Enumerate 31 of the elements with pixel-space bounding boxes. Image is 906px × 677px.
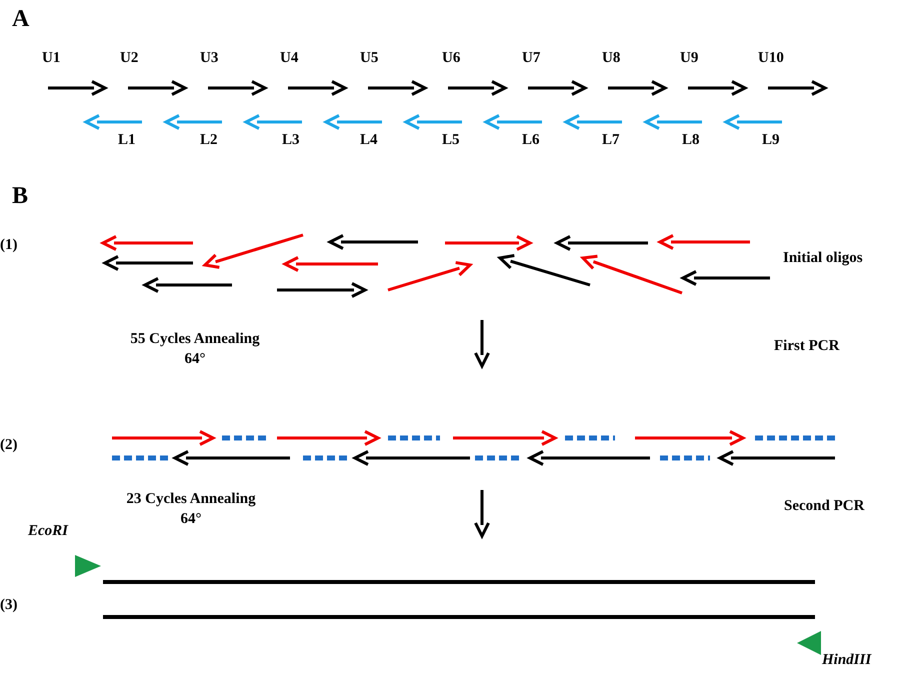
oligo-label: L8 bbox=[682, 132, 700, 149]
oligo-label: U1 bbox=[42, 50, 60, 67]
cycle-conditions: 55 Cycles Annealing 64° bbox=[130, 330, 260, 368]
oligo-label: U8 bbox=[602, 50, 620, 67]
oligo-label: U9 bbox=[680, 50, 698, 67]
oligo-label: L5 bbox=[442, 132, 460, 149]
stage-label: Second PCR bbox=[784, 498, 864, 515]
oligo-label: U6 bbox=[442, 50, 460, 67]
oligo-label: L3 bbox=[282, 132, 300, 149]
enzyme-label: EcoRI bbox=[28, 523, 68, 540]
oligo-label: U10 bbox=[758, 50, 784, 67]
oligo-label: L1 bbox=[118, 132, 136, 149]
panel-letter: B bbox=[12, 183, 28, 210]
stage-label: Initial oligos bbox=[783, 250, 863, 267]
oligo-label: U4 bbox=[280, 50, 298, 67]
panel-letter: A bbox=[12, 6, 30, 33]
step-number: (2) bbox=[0, 437, 18, 454]
enzyme-label: HindIII bbox=[822, 652, 872, 669]
stage-label: First PCR bbox=[774, 338, 840, 355]
cycle-conditions: 23 Cycles Annealing 64° bbox=[126, 490, 256, 528]
oligo-label: L4 bbox=[360, 132, 378, 149]
oligo-label: L6 bbox=[522, 132, 540, 149]
oligo-label: U3 bbox=[200, 50, 218, 67]
oligo-label: U7 bbox=[522, 50, 540, 67]
oligo-label: L7 bbox=[602, 132, 620, 149]
oligo-label: L2 bbox=[200, 132, 218, 149]
step-number: (1) bbox=[0, 237, 18, 254]
oligo-label: U5 bbox=[360, 50, 378, 67]
step-number: (3) bbox=[0, 597, 18, 614]
oligo-label: U2 bbox=[120, 50, 138, 67]
oligo-label: L9 bbox=[762, 132, 780, 149]
